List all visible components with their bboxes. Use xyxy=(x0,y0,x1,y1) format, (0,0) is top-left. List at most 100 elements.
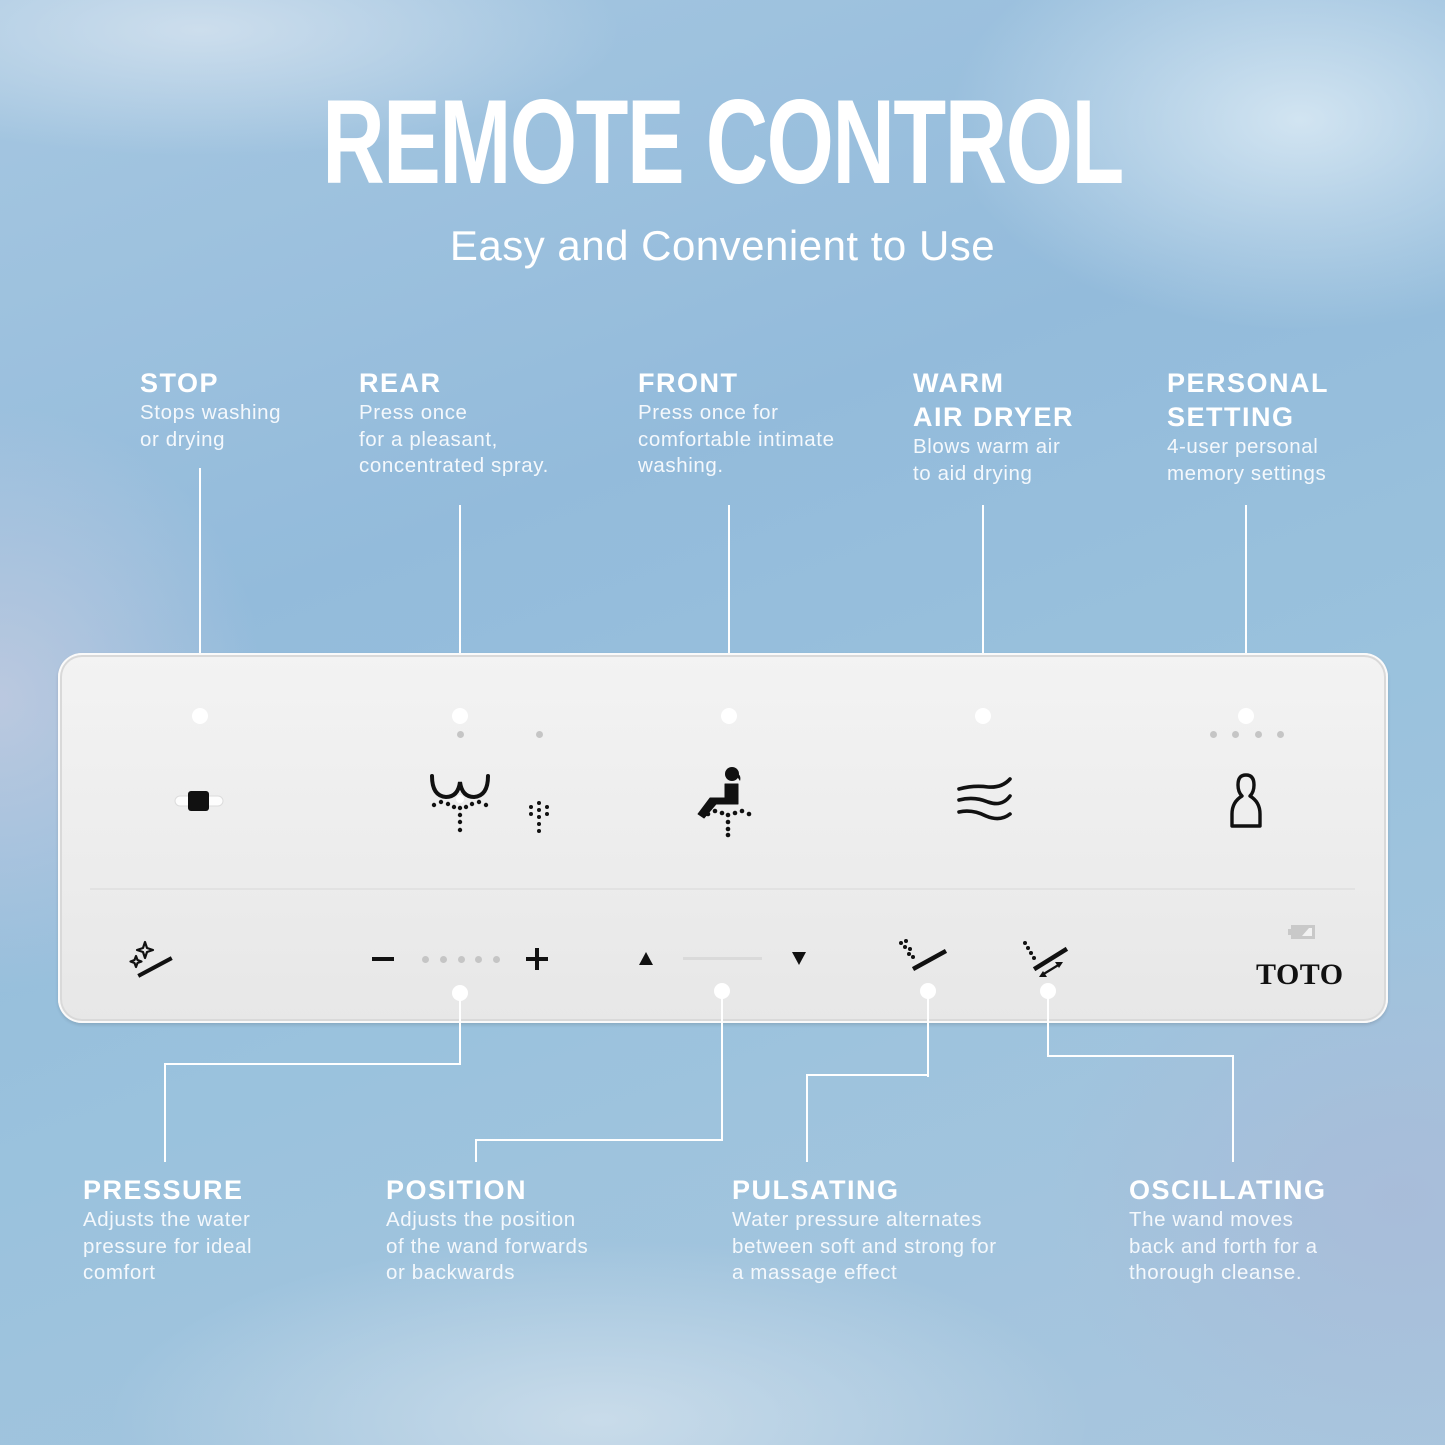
user-2-indicator-led xyxy=(1231,730,1239,738)
feature-title: PULSATING xyxy=(732,1175,900,1205)
pressure-level-led xyxy=(421,955,429,963)
plus-icon xyxy=(526,948,548,970)
connector-line-oscillating xyxy=(1232,1055,1234,1162)
rear-indicator-led xyxy=(456,730,464,738)
stop-icon xyxy=(174,791,224,811)
connector-line-personal xyxy=(1245,505,1247,716)
connector-line-pressure xyxy=(459,993,461,1065)
front-wash-icon xyxy=(697,767,752,838)
connector-line-pressure xyxy=(164,1063,461,1065)
feature-desc-line: memory settings xyxy=(1167,461,1327,485)
feature-label-warm-air-dryer: WARM AIR DRYER Blows warm air to aid dry… xyxy=(913,366,1074,487)
feature-label-oscillating: OSCILLATING The wand moves back and fort… xyxy=(1129,1173,1326,1287)
wand-clean-button[interactable] xyxy=(128,936,176,980)
feature-desc-line: Press once xyxy=(359,401,468,424)
callout-dot-personal xyxy=(1238,708,1254,724)
pressure-increase-button[interactable] xyxy=(522,944,552,974)
personal-setting-icon xyxy=(1230,773,1262,828)
pulsating-icon xyxy=(899,939,948,972)
feature-label-stop: STOP Stops washing or drying xyxy=(140,366,281,453)
feature-desc-line: comfort xyxy=(83,1261,156,1284)
feature-title: PERSONAL xyxy=(1167,368,1330,398)
feature-desc-line: The wand moves xyxy=(1129,1208,1294,1231)
feature-desc-line: or backwards xyxy=(386,1261,516,1284)
position-forward-button[interactable] xyxy=(634,947,658,971)
rear-soft-wash-button[interactable] xyxy=(526,800,552,836)
rear-wash-icon xyxy=(430,774,490,833)
feature-desc-line: Stops washing xyxy=(140,401,282,424)
feature-desc-line: 4-user personal xyxy=(1167,435,1319,458)
oscillating-icon xyxy=(1023,941,1069,977)
feature-desc-line: Blows warm air xyxy=(913,435,1061,458)
rear-wash-button[interactable] xyxy=(428,772,494,838)
connector-line-position xyxy=(475,1139,723,1141)
battery-icon xyxy=(1288,925,1315,939)
feature-desc-line: Adjusts the position xyxy=(386,1208,576,1231)
connector-line-rear xyxy=(459,505,461,716)
connector-line-oscillating xyxy=(1047,991,1049,1057)
feature-desc-line: a massage effect xyxy=(732,1261,898,1284)
personal-setting-button[interactable] xyxy=(1226,772,1266,830)
rear-soft-indicator-led xyxy=(535,730,543,738)
feature-desc-line: between soft and strong for xyxy=(732,1234,997,1258)
feature-title: STOP xyxy=(140,368,220,398)
page-subtitle: Easy and Convenient to Use xyxy=(449,222,996,269)
battery-indicator xyxy=(1288,923,1318,941)
connector-line-oscillating xyxy=(1047,1055,1234,1057)
feature-title: AIR DRYER xyxy=(913,402,1075,432)
front-wash-button[interactable] xyxy=(694,764,754,838)
feature-desc-line: Press once for xyxy=(638,401,779,424)
wand-clean-icon xyxy=(129,940,173,978)
callout-dot-rear xyxy=(452,708,468,724)
feature-label-pulsating: PULSATING Water pressure alternates betw… xyxy=(732,1173,997,1287)
stop-button[interactable] xyxy=(172,787,226,815)
callout-dot-front xyxy=(721,708,737,724)
feature-desc-line: Adjusts the water xyxy=(83,1208,251,1231)
triangle-down-icon xyxy=(792,952,806,965)
pressure-level-led xyxy=(439,955,447,963)
feature-title: SETTING xyxy=(1167,402,1295,432)
position-level-bar xyxy=(683,957,762,960)
connector-line-position xyxy=(721,991,723,1141)
page-title: REMOTE CONTROL xyxy=(322,75,1124,209)
feature-label-personal-setting: PERSONAL SETTING 4-user personal memory … xyxy=(1167,366,1329,487)
feature-desc-line: of the wand forwards xyxy=(386,1234,589,1258)
connector-line-stop xyxy=(199,468,201,716)
rear-soft-spray-icon xyxy=(529,801,549,833)
callout-dot-stop xyxy=(192,708,208,724)
feature-title: PRESSURE xyxy=(83,1175,244,1205)
connector-line-front xyxy=(728,505,730,716)
feature-desc-line: Water pressure alternates xyxy=(732,1208,983,1231)
feature-desc-line: comfortable intimate xyxy=(638,427,835,451)
feature-label-position: POSITION Adjusts the position of the wan… xyxy=(386,1173,588,1287)
feature-label-front: FRONT Press once for comfortable intimat… xyxy=(638,366,835,480)
pressure-level-led xyxy=(457,955,465,963)
feature-desc-line: concentrated spray. xyxy=(359,454,549,477)
feature-desc-line: for a pleasant, xyxy=(359,427,498,451)
triangle-up-icon xyxy=(639,952,653,965)
connector-line-position xyxy=(475,1139,477,1162)
pressure-decrease-button[interactable] xyxy=(368,944,398,974)
connector-line-dryer xyxy=(982,505,984,716)
pressure-level-led xyxy=(492,955,500,963)
pulsating-button[interactable] xyxy=(896,938,950,976)
brand-logo: TOTO xyxy=(1256,958,1344,991)
feature-label-rear: REAR Press once for a pleasant, concentr… xyxy=(359,366,549,480)
callout-dot-dryer xyxy=(975,708,991,724)
pressure-level-led xyxy=(474,955,482,963)
feature-title: REAR xyxy=(359,368,442,398)
remote-divider xyxy=(90,888,1355,890)
minus-icon xyxy=(372,957,394,961)
feature-desc-line: washing. xyxy=(638,454,724,477)
feature-label-pressure: PRESSURE Adjusts the water pressure for … xyxy=(83,1173,252,1287)
user-3-indicator-led xyxy=(1254,730,1262,738)
feature-desc-line: or drying xyxy=(140,427,226,451)
feature-desc-line: back and forth for a xyxy=(1129,1234,1318,1258)
position-backward-button[interactable] xyxy=(787,947,811,971)
oscillating-button[interactable] xyxy=(1020,938,1074,980)
air-dryer-button[interactable] xyxy=(954,775,1014,823)
connector-line-pressure xyxy=(164,1063,166,1162)
air-dryer-icon xyxy=(957,777,1012,821)
feature-title: WARM xyxy=(913,368,1005,398)
feature-title: POSITION xyxy=(386,1175,528,1205)
